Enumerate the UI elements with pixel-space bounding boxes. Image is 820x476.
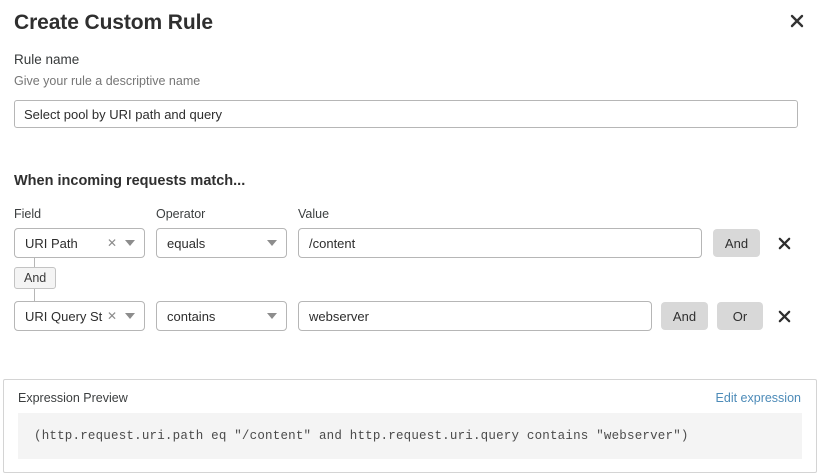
- column-header-field: Field: [14, 207, 42, 221]
- column-header-operator: Operator: [156, 207, 206, 221]
- clear-x-icon[interactable]: ✕: [106, 309, 117, 323]
- logic-connector: And: [14, 258, 134, 302]
- chevron-down-icon[interactable]: [125, 313, 135, 319]
- expression-preview-code: (http.request.uri.path eq "/content" and…: [18, 413, 802, 459]
- connector-and-badge[interactable]: And: [14, 267, 57, 289]
- value-input-1[interactable]: [298, 228, 702, 258]
- column-header-value: Value: [298, 207, 330, 221]
- and-button-2[interactable]: And: [661, 302, 708, 330]
- operator-select-1[interactable]: equals: [156, 228, 287, 258]
- chevron-down-icon[interactable]: [267, 240, 277, 246]
- match-heading: When incoming requests match...: [14, 173, 246, 189]
- chevron-down-icon[interactable]: [267, 313, 277, 319]
- rule-name-input[interactable]: [14, 100, 798, 128]
- page-title: Create Custom Rule: [14, 11, 213, 34]
- modal-header: Create Custom Rule: [14, 8, 806, 42]
- field-select-2[interactable]: URI Query St... ✕: [14, 301, 145, 331]
- delete-icon[interactable]: [774, 228, 794, 258]
- connector-line-top: [34, 258, 35, 267]
- field-select-1[interactable]: URI Path ✕: [14, 228, 145, 258]
- close-icon[interactable]: [786, 10, 808, 32]
- operator-select-2-value: contains: [167, 308, 216, 324]
- field-select-1-value: URI Path: [25, 235, 78, 251]
- field-select-2-value: URI Query St...: [25, 308, 103, 324]
- connector-line-bottom: [34, 289, 35, 302]
- edit-expression-link[interactable]: Edit expression: [715, 391, 801, 405]
- operator-select-2[interactable]: contains: [156, 301, 287, 331]
- operator-select-1-value: equals: [167, 235, 206, 251]
- and-button-1[interactable]: And: [713, 229, 760, 257]
- delete-icon[interactable]: [774, 301, 794, 331]
- or-button-2[interactable]: Or: [717, 302, 763, 330]
- rule-name-label: Rule name: [14, 52, 80, 67]
- chevron-down-icon[interactable]: [125, 240, 135, 246]
- rule-name-hint: Give your rule a descriptive name: [14, 74, 201, 88]
- expression-preview-card: Expression Preview Edit expression (http…: [3, 379, 817, 473]
- value-input-2[interactable]: [298, 301, 652, 331]
- clear-x-icon[interactable]: ✕: [106, 236, 117, 250]
- expression-preview-label: Expression Preview: [18, 391, 128, 405]
